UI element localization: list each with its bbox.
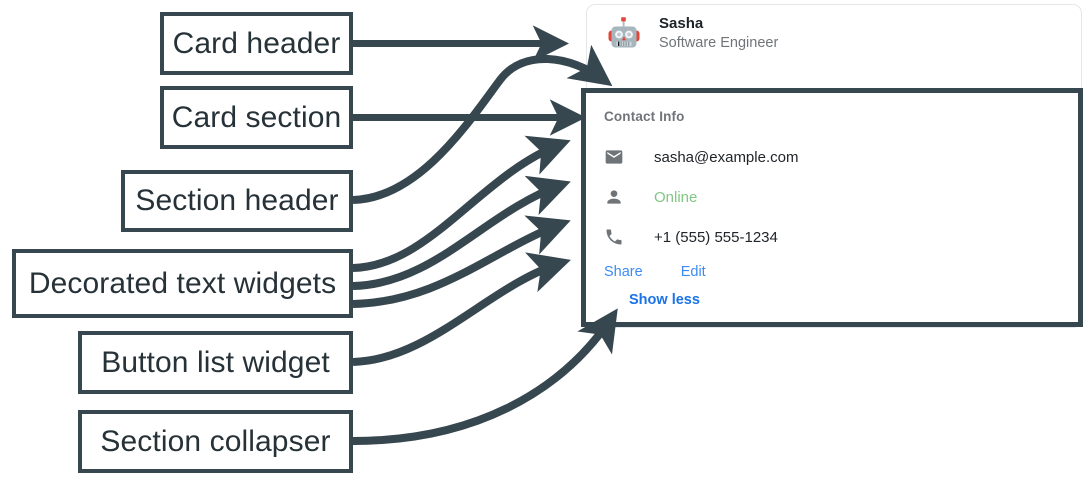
person-icon <box>607 190 621 204</box>
callout-section-collapser-label: Section collapser <box>100 424 331 458</box>
connector-button-list <box>352 252 571 366</box>
decorated-text-widget-email[interactable]: sasha@example.com <box>604 137 1078 177</box>
section-header: Contact Info <box>604 109 685 124</box>
share-button[interactable]: Share <box>604 263 643 280</box>
callout-card-header-label: Card header <box>172 26 341 60</box>
connector-section-header <box>352 44 613 204</box>
profile-card: Sasha Software Engineer Contact Info sas… <box>581 4 1083 328</box>
callout-card-section-label: Card section <box>171 100 342 134</box>
decorated-text-widget-phone[interactable]: +1 (555) 555-1234 <box>604 217 1078 257</box>
connector-decorated-1 <box>352 135 571 272</box>
email-value: sasha@example.com <box>654 148 799 166</box>
callout-section-header: Section header <box>121 170 353 232</box>
section-collapser-button[interactable]: Show less <box>629 292 700 308</box>
callout-button-list-widget-label: Button list widget <box>101 345 330 379</box>
button-list-widget: Share Edit <box>604 259 1078 285</box>
callout-card-section: Card section <box>160 86 353 149</box>
callout-card-header: Card header <box>160 12 353 75</box>
card-title: Sasha <box>659 15 704 33</box>
card-subtitle: Software Engineer <box>659 35 779 52</box>
callout-section-collapser: Section collapser <box>78 410 353 473</box>
card-surface: Sasha Software Engineer Contact Info sas… <box>581 4 1083 328</box>
status-value: Online <box>654 188 698 206</box>
phone-icon <box>606 229 622 245</box>
decorated-text-widget-status[interactable]: Online <box>604 177 1078 217</box>
callout-decorated-text-widgets: Decorated text widgets <box>12 249 353 318</box>
connector-collapser <box>352 308 618 445</box>
email-icon <box>605 150 623 164</box>
card-header-text: Sasha Software Engineer <box>659 15 778 52</box>
phone-value: +1 (555) 555-1234 <box>654 228 778 246</box>
callout-button-list-widget: Button list widget <box>78 331 353 394</box>
edit-button[interactable]: Edit <box>680 263 706 280</box>
card-section: Contact Info sasha@example.com Online <box>581 88 1083 327</box>
connector-decorated-3 <box>352 215 571 308</box>
card-header: Sasha Software Engineer <box>587 5 1081 62</box>
callout-section-header-label: Section header <box>135 184 339 217</box>
connector-decorated-2 <box>352 175 571 290</box>
robot-avatar-icon <box>608 16 640 47</box>
callout-decorated-text-widgets-label: Decorated text widgets <box>28 266 337 300</box>
